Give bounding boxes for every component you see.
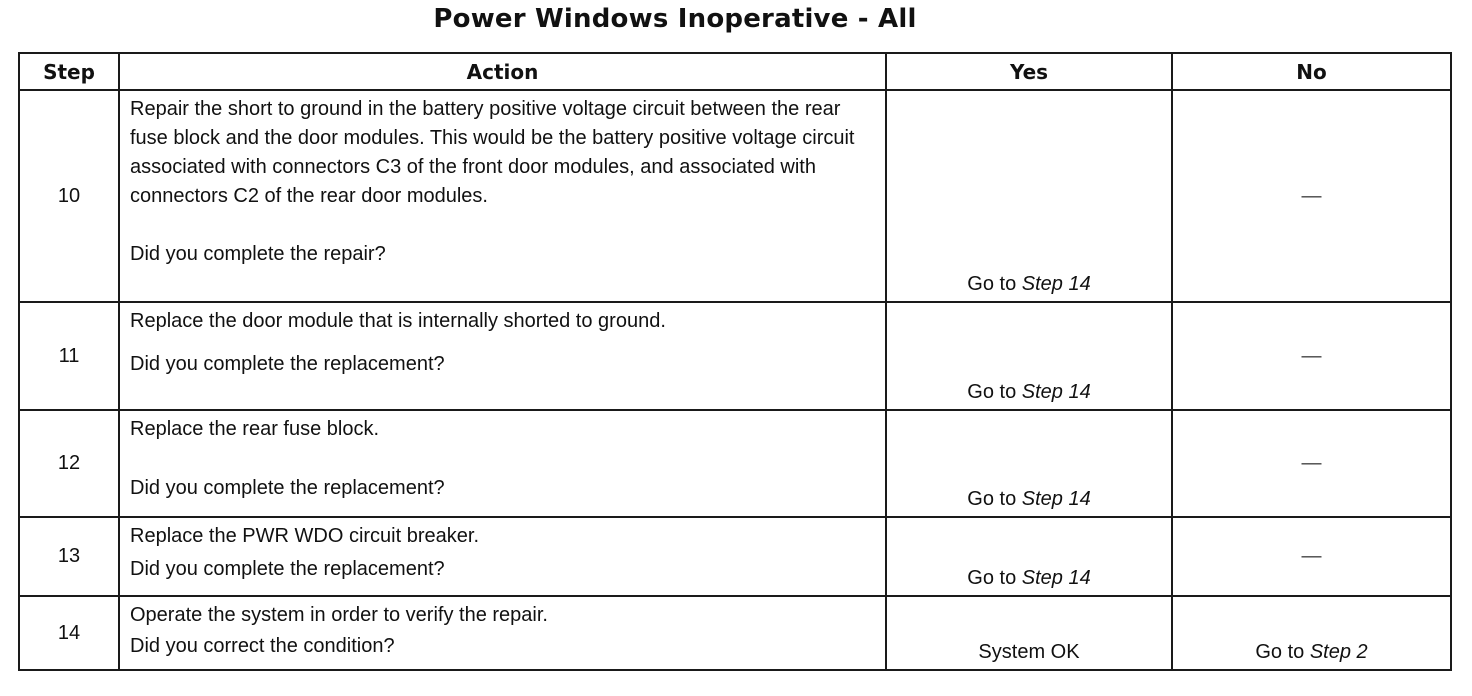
table-row: 13 Replace the PWR WDO circuit breaker. …: [18, 516, 1452, 597]
yes-step-ref: Step 14: [1021, 567, 1091, 589]
yes-cell: Go to Step 14: [885, 409, 1173, 518]
table-row: 11 Replace the door module that is inter…: [18, 301, 1452, 411]
yes-cell: Go to Step 14: [885, 516, 1173, 597]
table-row: 10 Repair the short to ground in the bat…: [18, 89, 1452, 303]
action-question: Did you complete the replacement?: [130, 477, 445, 499]
no-prefix: Go to: [1255, 641, 1310, 663]
header-step: Step: [18, 52, 120, 91]
step-number: 14: [18, 595, 120, 671]
no-cell: Go to Step 2: [1171, 595, 1452, 671]
action-question: Did you complete the replacement?: [130, 558, 445, 580]
action-cell: Replace the PWR WDO circuit breaker. Did…: [118, 516, 887, 597]
no-cell: —: [1171, 89, 1452, 303]
no-prefix: —: [1301, 344, 1322, 367]
no-cell: —: [1171, 516, 1452, 597]
yes-prefix: Go to: [967, 567, 1022, 589]
action-cell: Replace the rear fuse block. Did you com…: [118, 409, 887, 518]
yes-step-ref: Step 14: [1021, 273, 1091, 295]
yes-cell: Go to Step 14: [885, 89, 1173, 303]
header-action: Action: [118, 52, 887, 91]
action-question: Did you correct the condition?: [130, 635, 395, 657]
no-cell: —: [1171, 301, 1452, 411]
yes-prefix: Go to: [967, 381, 1022, 403]
table-row: 14 Operate the system in order to verify…: [18, 595, 1452, 671]
action-question: Did you complete the replacement?: [130, 353, 445, 375]
action-text: Replace the rear fuse block.: [130, 418, 380, 440]
header-no: No: [1171, 52, 1452, 91]
no-prefix: —: [1301, 545, 1322, 567]
table-header-row: Step Action Yes No: [18, 52, 1452, 91]
yes-step-ref: Step 14: [1021, 381, 1091, 403]
table-row: 12 Replace the rear fuse block. Did you …: [18, 409, 1452, 518]
yes-cell: Go to Step 14: [885, 301, 1173, 411]
action-cell: Repair the short to ground in the batter…: [118, 89, 887, 303]
no-prefix: —: [1301, 184, 1322, 207]
header-yes: Yes: [885, 52, 1173, 91]
diagnostic-table: Step Action Yes No 10 Repair the short t…: [18, 52, 1452, 671]
action-question: Did you complete the repair?: [130, 243, 386, 265]
no-prefix: —: [1301, 452, 1322, 474]
action-text: Replace the PWR WDO circuit breaker.: [130, 525, 479, 547]
action-cell: Replace the door module that is internal…: [118, 301, 887, 411]
yes-prefix: Go to: [967, 488, 1022, 510]
action-text: Repair the short to ground in the batter…: [130, 98, 855, 207]
action-cell: Operate the system in order to verify th…: [118, 595, 887, 671]
no-cell: —: [1171, 409, 1452, 518]
page-title: Power Windows Inoperative - All: [433, 4, 917, 34]
step-number: 12: [18, 409, 120, 518]
yes-cell: System OK: [885, 595, 1173, 671]
step-number: 13: [18, 516, 120, 597]
no-step-ref: Step 2: [1309, 641, 1368, 663]
yes-prefix: Go to: [967, 273, 1022, 295]
step-number: 10: [18, 89, 120, 303]
action-text: Replace the door module that is internal…: [130, 310, 666, 332]
action-text: Operate the system in order to verify th…: [130, 604, 548, 626]
yes-prefix: System OK: [978, 641, 1080, 663]
step-number: 11: [18, 301, 120, 411]
yes-step-ref: Step 14: [1021, 488, 1091, 510]
